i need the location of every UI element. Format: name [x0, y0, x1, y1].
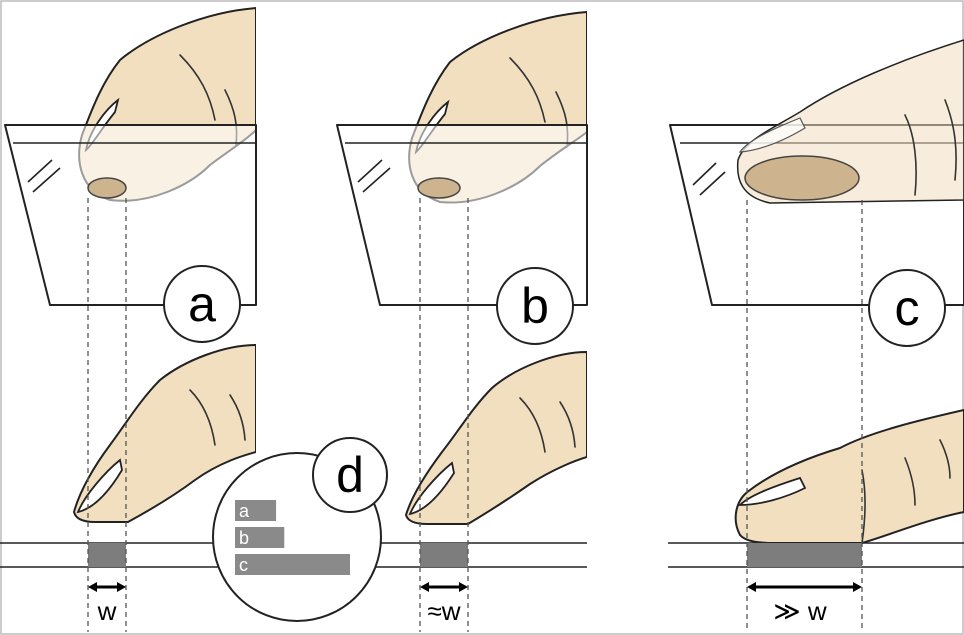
- panel-badge-c: [868, 269, 946, 347]
- contact-area-c: [744, 155, 860, 201]
- inset-bar-label-c: c: [239, 555, 248, 575]
- inset-label-d: d: [336, 447, 364, 503]
- inset-badge-d: [312, 437, 388, 513]
- panel-b: ≈w b: [300, 11, 588, 632]
- side-finger-b: [405, 351, 587, 525]
- inset-bar-a: [235, 500, 277, 521]
- contact-area-a: [87, 177, 127, 199]
- side-finger-c: [734, 409, 964, 544]
- inset-bar-group: abc: [235, 500, 350, 575]
- inset-bar-c: [235, 554, 350, 575]
- contact-area-b: [417, 177, 461, 199]
- panel-c: ≫ w c: [668, 39, 964, 632]
- inset-bar-label-b: b: [239, 528, 249, 548]
- width-label-b: ≈w: [427, 596, 460, 626]
- panel-label-c: c: [895, 280, 920, 336]
- width-label-c: ≫ w: [773, 596, 826, 626]
- panel-badge-b: [496, 267, 574, 345]
- panel-label-b: b: [521, 278, 549, 334]
- side-nail-c: [737, 476, 807, 506]
- inset-bar-label-a: a: [239, 501, 250, 521]
- inset-bar-b: [235, 527, 285, 548]
- panel-label-a: a: [188, 276, 216, 332]
- panel-a: w a: [0, 7, 257, 632]
- side-nail-b: [408, 461, 455, 516]
- side-nail-a: [76, 458, 123, 514]
- glass-pane-b: [336, 124, 588, 306]
- footprint-c: [747, 543, 862, 567]
- footprint-a: [88, 543, 126, 567]
- side-finger-a: [73, 344, 256, 523]
- top-nail-c: [738, 117, 806, 153]
- footprint-b: [420, 543, 468, 567]
- panel-badge-a: [163, 265, 241, 343]
- glass-pane-a: [4, 124, 257, 306]
- width-label-a: w: [97, 596, 117, 626]
- inset-d: abc d: [212, 437, 388, 622]
